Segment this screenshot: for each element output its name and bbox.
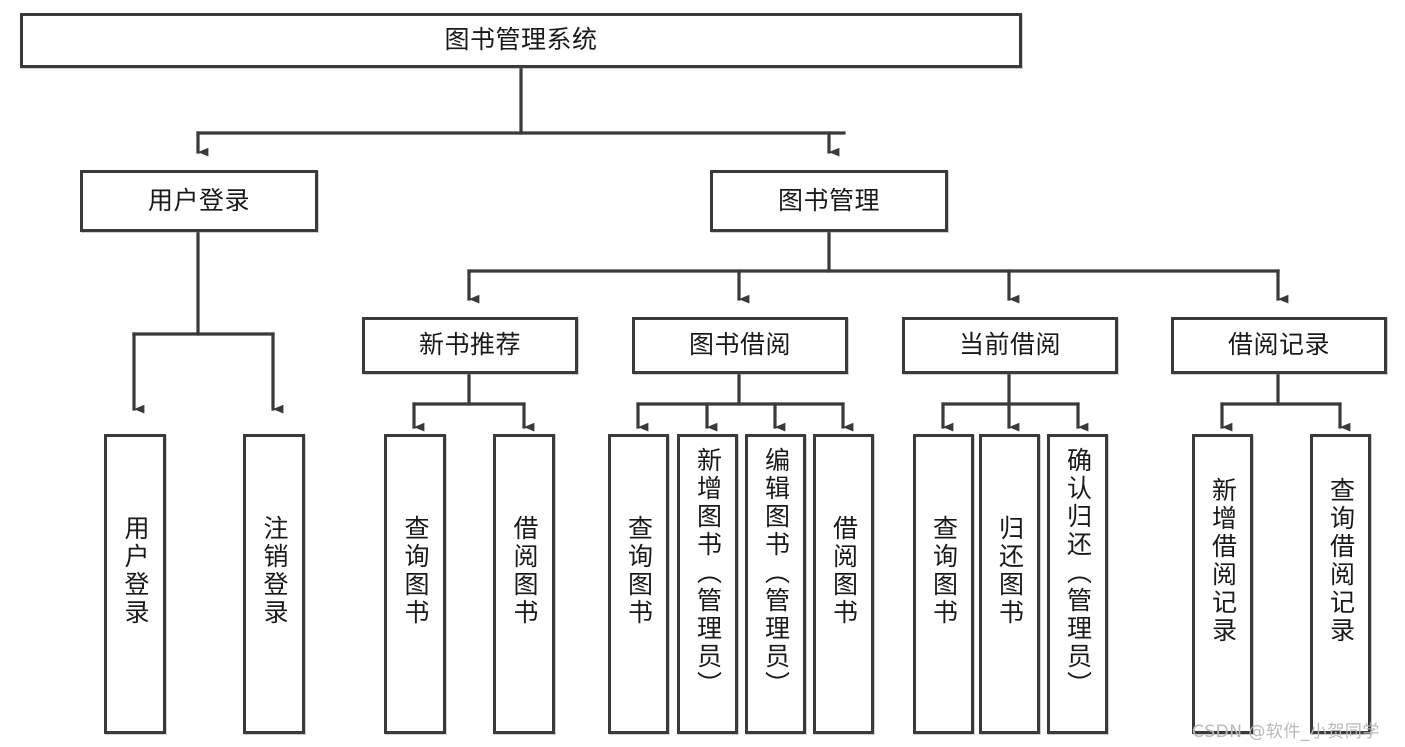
leaf-return-book[interactable]: 归还图书 xyxy=(979,434,1040,734)
node-label: 编辑图书（管理员） xyxy=(761,447,791,699)
leaf-edit-book[interactable]: 编辑图书（管理员） xyxy=(745,434,806,734)
leaf-query-book-borrow[interactable]: 查询图书 xyxy=(608,434,669,734)
node-label: 查询图书 xyxy=(401,515,430,627)
node-label: 借阅图书 xyxy=(510,515,539,627)
node-label: 用户登录 xyxy=(147,185,250,215)
leaf-query-book-recommend[interactable]: 查询图书 xyxy=(384,434,446,734)
node-label: 新增图书（管理员） xyxy=(693,447,723,699)
node-label: 图书借阅 xyxy=(688,330,791,360)
leaf-borrow-book-recommend[interactable]: 借阅图书 xyxy=(493,434,555,734)
node-label: 图书管理 xyxy=(777,185,880,215)
node-label: 查询图书 xyxy=(624,515,654,627)
node-label: 图书管理系统 xyxy=(444,25,598,55)
node-label: 确认归还（管理员） xyxy=(1063,447,1093,699)
leaf-borrow-book-borrow[interactable]: 借阅图书 xyxy=(813,434,874,734)
leaf-query-borrow-record[interactable]: 查询借阅记录 xyxy=(1310,434,1371,734)
node-label: 查询借阅记录 xyxy=(1326,477,1356,645)
node-label: 用户登录 xyxy=(121,515,150,627)
node-new-book-recommend[interactable]: 新书推荐 xyxy=(362,317,578,374)
node-label: 借阅图书 xyxy=(829,515,859,627)
node-user-login[interactable]: 用户登录 xyxy=(80,170,318,232)
leaf-add-borrow-record[interactable]: 新增借阅记录 xyxy=(1192,434,1253,734)
node-book-borrow[interactable]: 图书借阅 xyxy=(632,317,848,374)
node-label: 新书推荐 xyxy=(418,330,521,360)
node-root-system[interactable]: 图书管理系统 xyxy=(20,13,1022,68)
node-borrow-record[interactable]: 借阅记录 xyxy=(1171,317,1387,374)
leaf-user-login[interactable]: 用户登录 xyxy=(104,434,166,734)
node-label: 注销登录 xyxy=(260,515,289,627)
leaf-add-book[interactable]: 新增图书（管理员） xyxy=(677,434,738,734)
node-label: 新增借阅记录 xyxy=(1208,477,1238,645)
node-label: 借阅记录 xyxy=(1227,330,1330,360)
node-label: 归还图书 xyxy=(995,515,1025,627)
node-label: 当前借阅 xyxy=(958,330,1061,360)
leaf-user-logout[interactable]: 注销登录 xyxy=(243,434,305,734)
node-label: 查询图书 xyxy=(929,515,959,627)
leaf-query-book-current[interactable]: 查询图书 xyxy=(913,434,974,734)
csdn-watermark: CSDN @软件_小贺同学 xyxy=(1192,722,1380,742)
node-book-management[interactable]: 图书管理 xyxy=(710,170,948,232)
leaf-confirm-return[interactable]: 确认归还（管理员） xyxy=(1047,434,1108,734)
node-current-borrow[interactable]: 当前借阅 xyxy=(902,317,1118,374)
